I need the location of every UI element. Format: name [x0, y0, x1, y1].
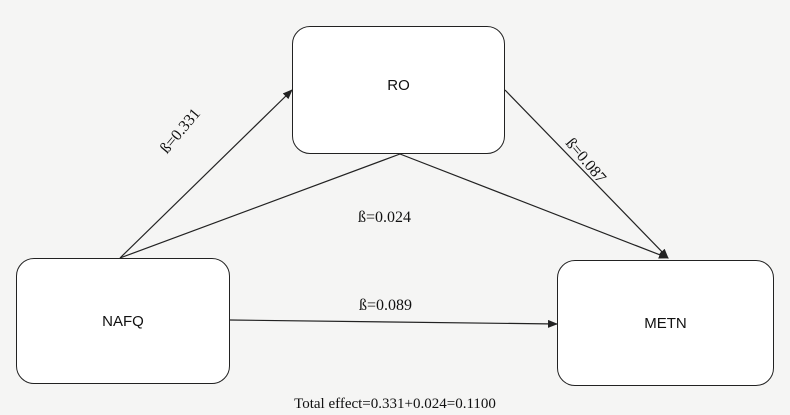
node-nafq: NAFQ	[16, 258, 230, 384]
node-ro-label: RO	[387, 77, 410, 94]
node-ro: RO	[292, 26, 505, 154]
coefficient-indirect-path: ß=0.024	[358, 209, 412, 226]
line-nafq-to-ro-base	[119, 153, 401, 259]
total-effect-caption: Total effect=0.331+0.024=0.1100	[294, 396, 496, 412]
coefficient-nafq-to-metn: ß=0.089	[359, 297, 413, 314]
node-metn-label: METN	[644, 314, 687, 332]
arrow-nafq-to-metn	[229, 319, 558, 328]
arrow-ro-to-metn	[504, 89, 669, 259]
node-nafq-label: NAFQ	[102, 312, 144, 330]
arrow-ro-base-to-metn	[399, 153, 669, 259]
node-metn: METN	[557, 260, 774, 386]
arrow-nafq-to-ro	[119, 89, 293, 259]
